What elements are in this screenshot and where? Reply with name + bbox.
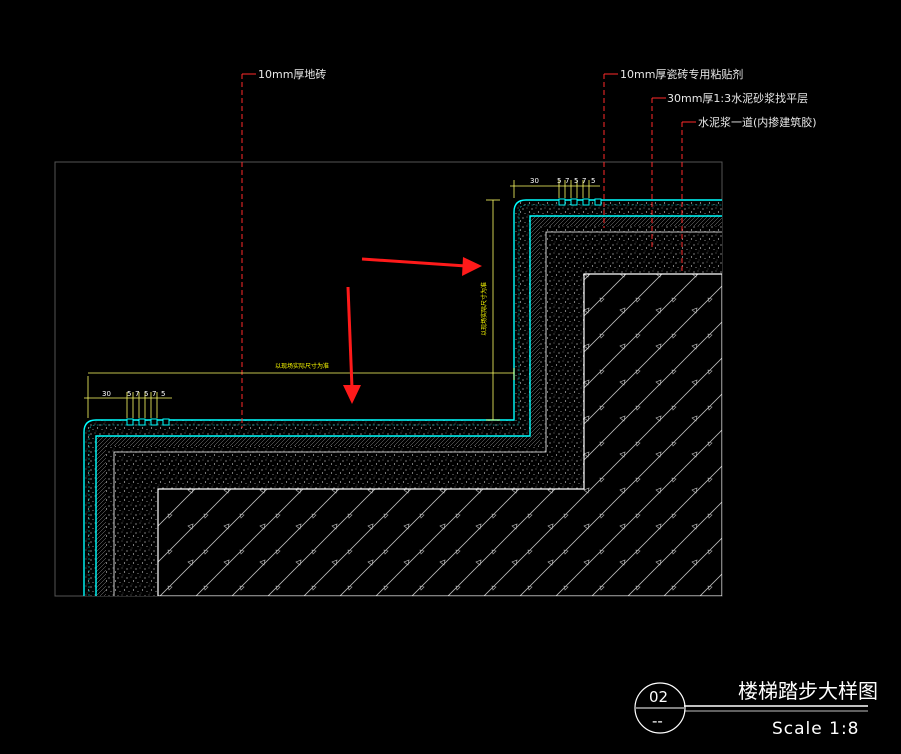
- arrow-icon: [343, 257, 482, 404]
- lower-antislip-grooves: [126, 418, 170, 426]
- upper-groove-dim-1: 5: [557, 177, 561, 185]
- lower-groove-dim-2: 7: [135, 390, 139, 398]
- lower-groove-dim-5: 5: [161, 390, 165, 398]
- lower-groove-dim-3: 5: [144, 390, 148, 398]
- floor-tile-layer: [83, 199, 722, 596]
- tread-dimension-line: [88, 368, 515, 380]
- drawing-title: 楼梯踏步大样图: [738, 679, 878, 703]
- upper-antislip-grooves: [558, 198, 602, 206]
- riser-dimension-line: [486, 199, 500, 421]
- drawing-scale: Scale 1:8: [772, 719, 860, 739]
- upper-nosing-dimension: 30: [530, 177, 539, 185]
- title-block: 02 -- 楼梯踏步大样图 Scale 1:8: [634, 679, 878, 739]
- detail-number-bubble: [634, 682, 686, 734]
- upper-groove-dim-4: 7: [582, 177, 586, 185]
- callout-tile-adhesive: 10mm厚瓷砖专用粘贴剂: [620, 67, 743, 81]
- riser-dimension-label: 以现场实际尺寸为准: [480, 282, 488, 336]
- tread-dimension-label: 以现场实际尺寸为准: [275, 362, 329, 370]
- upper-groove-dim-5: 5: [591, 177, 595, 185]
- lower-groove-dim-1: 5: [127, 390, 131, 398]
- upper-groove-dim-3: 5: [574, 177, 578, 185]
- callout-leaders: [241, 74, 683, 428]
- upper-groove-dim-2: 7: [565, 177, 569, 185]
- lower-groove-dim-4: 7: [152, 390, 156, 398]
- detail-number: 02: [649, 688, 668, 706]
- lower-nosing-dimension: 30: [102, 390, 111, 398]
- callout-mortar-leveling: 30mm厚1:3水泥砂浆找平层: [667, 91, 808, 105]
- callout-floor-tile: 10mm厚地砖: [258, 67, 326, 81]
- lower-dimension-line: [84, 376, 172, 418]
- upper-dimension-line: [510, 180, 600, 198]
- detail-sheet: --: [652, 712, 663, 730]
- callout-cement-slurry: 水泥浆一道(内掺建筑胶): [698, 115, 817, 129]
